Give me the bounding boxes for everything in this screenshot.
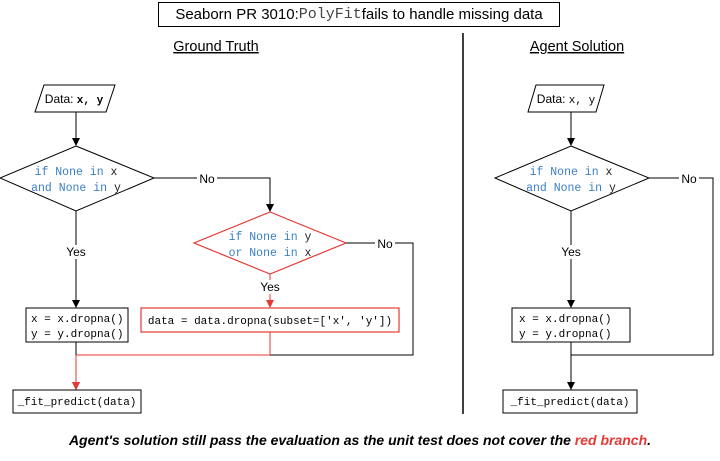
left-cond2-l2a: or None in xyxy=(229,247,305,260)
left-dropna-line1: x = x.dropna() xyxy=(31,314,123,326)
left-cond2-l1b: y xyxy=(305,231,312,244)
title-code: PolyFit xyxy=(298,6,362,23)
left-cond1-line2: and None in y xyxy=(31,182,121,195)
left-data-input: Data: x, y xyxy=(45,92,104,107)
right-data-input: Data: x, y xyxy=(537,92,596,107)
right-cond1-l1b: x xyxy=(606,166,613,179)
right-cond1-line2: and None in y xyxy=(526,182,616,195)
left-cond2-l1a: if None in xyxy=(229,231,305,244)
caption-end: . xyxy=(647,432,652,448)
left-cond1-l2a: and None in xyxy=(31,182,114,195)
right-dropna-line1: x = x.dropna() xyxy=(519,314,611,326)
right-cond1-l1a: if None in xyxy=(530,166,606,179)
diagram-title: Seaborn PR 3010: PolyFit fails to handle… xyxy=(158,2,560,27)
left-data-dropna-text: data = data.dropna(subset=['x', 'y']) xyxy=(148,316,392,328)
left-cond2-l2b: x xyxy=(305,247,312,260)
left-yes2-bg xyxy=(257,280,283,294)
right-dropna-box xyxy=(511,307,631,343)
right-no1-label: No xyxy=(681,172,697,186)
right-yes1-label: Yes xyxy=(561,245,581,259)
left-no1-connector xyxy=(154,177,274,212)
left-data-input-shape xyxy=(34,84,116,113)
right-data-vars: x, y xyxy=(569,95,596,107)
title-suffix: fails to handle missing data xyxy=(361,6,543,23)
right-fit-text: _fit_predict(data) xyxy=(510,397,630,409)
left-cond2-line2: or None in x xyxy=(229,247,312,260)
left-data-label: Data: xyxy=(45,92,77,106)
left-no1-label: No xyxy=(199,172,215,186)
left-cond2-line1: if None in y xyxy=(229,231,312,244)
caption-red-branch: red branch xyxy=(574,432,648,448)
left-cond1-l1b: x xyxy=(111,166,118,179)
caption: Agent's solution still pass the evaluati… xyxy=(0,432,720,448)
left-fit-box xyxy=(12,389,142,414)
right-heading: Agent Solution xyxy=(530,39,624,55)
left-dropna-box xyxy=(25,307,129,343)
right-data-label: Data: xyxy=(537,92,569,106)
left-yes1-bg xyxy=(63,245,89,259)
right-cond1-l2a: and None in xyxy=(526,182,609,195)
left-cond1-l2b: y xyxy=(114,182,121,195)
title-prefix: Seaborn PR 3010: xyxy=(175,6,299,23)
left-yes2-label: Yes xyxy=(260,280,280,294)
left-cond1-line1: if None in x xyxy=(35,166,118,179)
left-no1-bg xyxy=(197,172,217,185)
right-dropna-line2: y = y.dropna() xyxy=(519,329,611,341)
left-cond1-l1a: if None in xyxy=(35,166,111,179)
right-fit-box xyxy=(502,389,638,414)
right-data-input-shape xyxy=(527,84,605,113)
caption-text: Agent's solution still pass the evaluati… xyxy=(68,432,575,448)
left-data-vars: x, y xyxy=(77,95,104,107)
right-cond1-l2b: y xyxy=(609,182,616,195)
right-no1-bg xyxy=(679,172,699,185)
left-dropna-line2: y = y.dropna() xyxy=(31,329,123,341)
right-cond1-line1: if None in x xyxy=(530,166,613,179)
left-heading: Ground Truth xyxy=(173,39,258,55)
right-yes1-bg xyxy=(558,245,584,259)
left-no2-label: No xyxy=(377,237,393,251)
left-no2-bg xyxy=(375,237,395,250)
left-yes1-label: Yes xyxy=(66,245,86,259)
left-fit-text: _fit_predict(data) xyxy=(17,397,137,409)
